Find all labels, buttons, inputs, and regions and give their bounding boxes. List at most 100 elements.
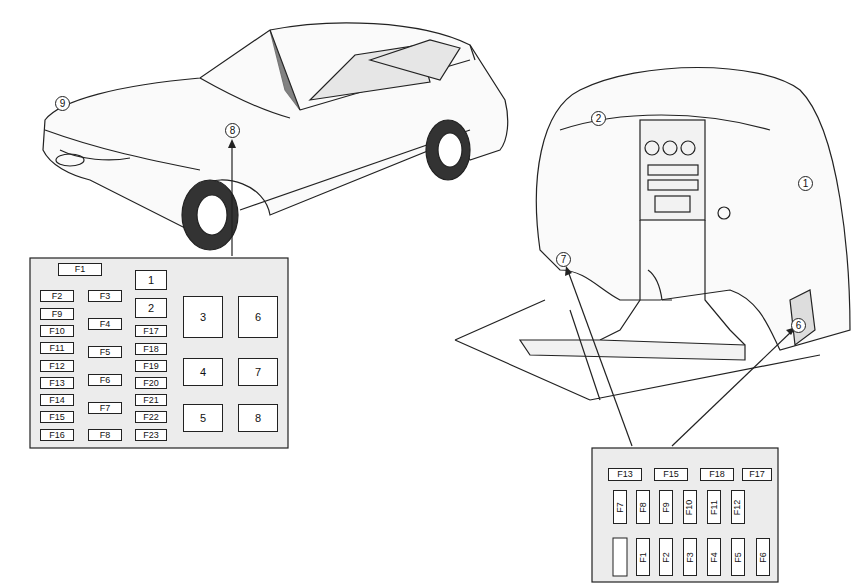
fuse-label: F13 (49, 379, 65, 388)
fuse-label: 6 (796, 321, 802, 331)
fuse-slot: F6 (756, 538, 770, 576)
fuse-label: F18 (143, 345, 159, 354)
fuse-label: F12 (49, 362, 65, 371)
fuse-label: 7 (561, 255, 567, 265)
relay-slot: 7 (238, 358, 278, 386)
fuse-slot: F10 (683, 490, 697, 524)
fuse-label: F9 (661, 502, 670, 513)
fuse-label: F4 (709, 552, 718, 563)
callout-number: 1 (798, 176, 813, 191)
fuse-slot: F18 (700, 468, 734, 481)
fuse-slot: F16 (40, 429, 74, 441)
fuse-slot: F17 (742, 468, 772, 481)
fuse-label: 1 (803, 179, 809, 189)
fuse-label: F2 (52, 292, 63, 301)
fuse-label: F17 (749, 470, 765, 479)
fuse-label: F7 (100, 404, 111, 413)
fuse-label: F2 (661, 552, 670, 563)
fuse-slot: F2 (659, 538, 673, 576)
fuse-slot: F2 (40, 290, 74, 302)
fuse-slot: F8 (636, 490, 650, 524)
fuse-slot: F17 (135, 325, 167, 337)
fuse-label: 9 (60, 99, 66, 109)
fuse-label: F10 (686, 499, 695, 515)
fuse-label: F7 (615, 502, 624, 513)
fuse-label: F15 (49, 413, 65, 422)
fuse-label: F13 (617, 470, 633, 479)
fuse-slot: F15 (654, 468, 688, 481)
fuse-slot: F4 (88, 318, 122, 330)
fuse-label: F3 (100, 292, 111, 301)
fuse-slot: F3 (683, 538, 697, 576)
fuse-label: F5 (733, 552, 742, 563)
relay-slot: 2 (135, 298, 167, 318)
relay-slot: 6 (238, 296, 278, 338)
fuse-label: F21 (143, 396, 159, 405)
fuse-slot: F1 (636, 538, 650, 576)
fuse-slot: F4 (707, 538, 721, 576)
fuse-slot: F10 (40, 325, 74, 337)
fuse-slot: F5 (88, 346, 122, 358)
fuse-label: F8 (100, 431, 111, 440)
fuse-label: 5 (200, 413, 206, 424)
fuse-slot: F9 (40, 308, 74, 320)
fuse-label: F11 (710, 500, 719, 515)
fuse-label: 7 (255, 367, 261, 378)
fuse-slot: F14 (40, 394, 74, 406)
fuse-label: F11 (50, 344, 65, 353)
relay-slot: 3 (183, 296, 223, 338)
fuse-label: F9 (52, 310, 63, 319)
fuse-slot: F11 (40, 342, 74, 354)
fuse-slot: F5 (731, 538, 745, 576)
fuse-slot: F23 (135, 429, 167, 441)
fuse-slot: F8 (88, 429, 122, 441)
fuse-slot: F7 (88, 402, 122, 414)
callout-number: 7 (556, 252, 571, 267)
fuse-label: F15 (663, 470, 679, 479)
fuse-label: F6 (758, 552, 767, 563)
callout-number: 6 (791, 318, 806, 333)
fuse-slot: F7 (613, 490, 627, 524)
fuse-slot: F18 (135, 343, 167, 355)
fuse-label: 1 (148, 275, 154, 286)
fuse-slot: F15 (40, 411, 74, 423)
fuse-label: F10 (49, 327, 65, 336)
fuse-slot: F13 (40, 377, 74, 389)
fuse-label: F12 (734, 499, 743, 515)
fuse-label: F20 (143, 379, 159, 388)
fuse-label: F3 (685, 552, 694, 563)
fuse-label: F23 (143, 431, 159, 440)
fuse-label: 3 (200, 312, 206, 323)
fuse-label: 6 (255, 312, 261, 323)
fuse-label: 2 (596, 114, 602, 124)
fuse-label: F8 (638, 502, 647, 513)
fuse-label: 8 (255, 413, 261, 424)
fuse-label: 4 (200, 367, 206, 378)
fuse-slot: F12 (40, 360, 74, 372)
callout-number: 9 (55, 96, 70, 111)
fuse-slot: F3 (88, 290, 122, 302)
callout-number: 2 (591, 111, 606, 126)
fuse-slot: F11 (707, 490, 721, 524)
fuse-slot: F22 (135, 411, 167, 423)
fuse-slot: F21 (135, 394, 167, 406)
fuse-label: F4 (100, 320, 111, 329)
relay-slot: 1 (135, 270, 167, 290)
fuse-label: F18 (709, 470, 725, 479)
fuse-slot: F13 (608, 468, 642, 481)
relay-slot: 4 (183, 358, 223, 386)
relay-slot: 8 (238, 404, 278, 432)
fuse-label: F1 (75, 265, 86, 274)
fuse-label: F16 (49, 431, 65, 440)
fuse-label: 8 (230, 126, 236, 136)
fuse-slot: F9 (659, 490, 673, 524)
fuse-label: F6 (100, 376, 111, 385)
fuse-label: F14 (49, 396, 65, 405)
fuse-label: F1 (638, 552, 647, 563)
fuse-label: F17 (143, 327, 159, 336)
fuse-slot: F12 (731, 490, 745, 524)
fuse-label: 2 (148, 303, 154, 314)
fuse-label: F5 (100, 348, 111, 357)
fuse-label: F19 (143, 362, 159, 371)
